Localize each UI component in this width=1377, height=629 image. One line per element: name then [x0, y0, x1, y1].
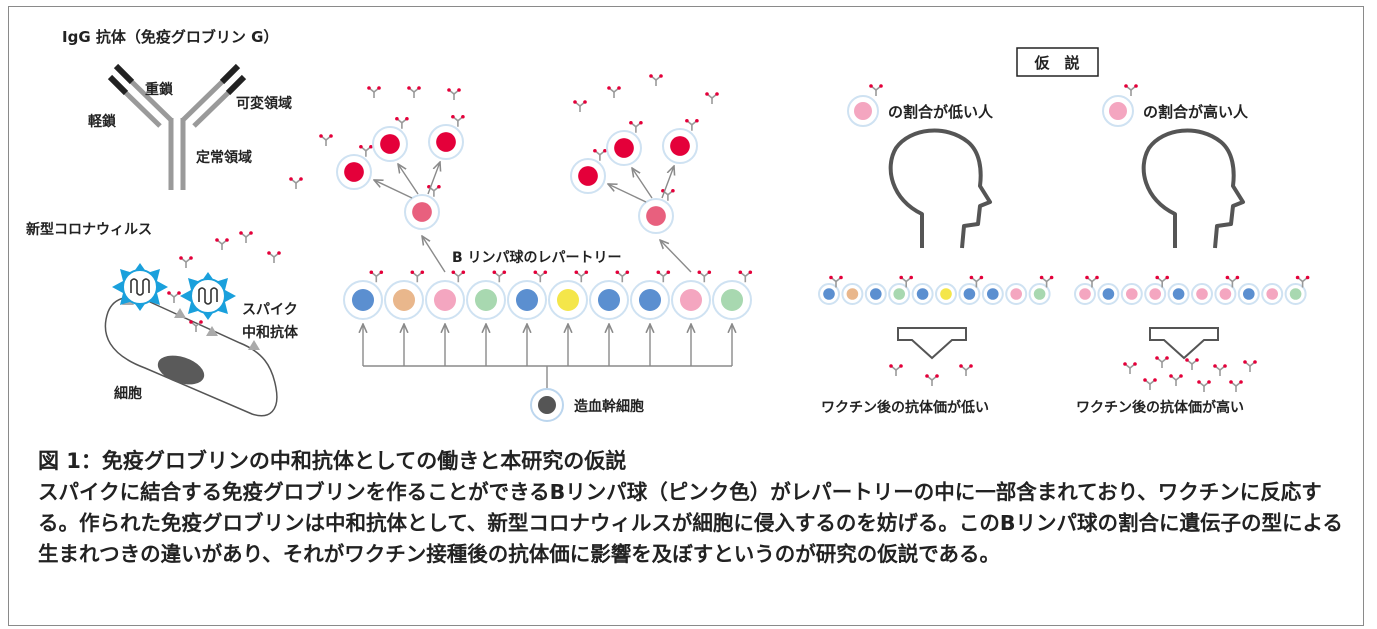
arrow	[660, 240, 692, 273]
plasma-cell-group-left	[336, 114, 466, 230]
b-cell-small	[911, 283, 934, 305]
legend-pink-cell	[1102, 83, 1139, 127]
b-cell	[589, 269, 630, 320]
figure-diagram: IgG 抗体（免疫グロブリン G） 重鎖 軽鎖 可変領域 定常領域 新型コロナウ…	[26, 28, 1311, 422]
antibody-title: IgG 抗体（免疫グロブリン G）	[62, 28, 278, 46]
plasma-cell	[570, 148, 608, 194]
b-cell	[384, 269, 425, 320]
arrow	[422, 236, 446, 273]
high-antibody-cloud	[1122, 355, 1258, 393]
low-antibody-cloud	[888, 363, 974, 387]
b-cell-small	[888, 274, 914, 305]
b-cell	[548, 269, 589, 320]
b-cell	[343, 269, 384, 320]
virus-icon	[180, 272, 236, 320]
stem-cell-label: 造血幹細胞	[574, 398, 644, 415]
high-titer-label: ワクチン後の抗体価が高い	[1076, 399, 1244, 416]
b-cell-small	[1191, 283, 1213, 305]
cell-icon	[104, 295, 278, 417]
arrow	[398, 164, 419, 195]
hypothesis-box	[1016, 47, 1099, 77]
figure-frame	[8, 6, 1364, 626]
legend-pink-cell	[847, 83, 884, 127]
activated-b-cell	[404, 184, 442, 230]
b-cell-small	[958, 274, 985, 305]
b-cell-small	[841, 283, 864, 305]
b-cell-small	[935, 283, 957, 305]
b-cell	[466, 269, 507, 320]
b-cell	[507, 269, 548, 320]
arrow	[374, 180, 413, 199]
hypothesis-label: 仮 説	[1033, 54, 1079, 72]
arrow	[427, 162, 440, 195]
virus-icon	[112, 263, 168, 311]
b-cell-small	[1144, 274, 1170, 305]
b-cell-small	[1284, 274, 1311, 305]
b-cell-small	[1237, 283, 1260, 305]
b-cell-small	[1214, 274, 1241, 305]
arrow	[661, 166, 674, 199]
b-cell-small	[1261, 283, 1284, 305]
b-cell-small	[981, 283, 1004, 305]
b-cell-repertoire-row	[343, 269, 753, 320]
head-icon	[1141, 128, 1245, 249]
b-cell-small	[818, 274, 844, 305]
high-person-repertoire	[1074, 274, 1311, 305]
heavy-chain-label: 重鎖	[145, 81, 174, 98]
light-chain-label: 軽鎖	[88, 113, 117, 130]
plasma-cell	[336, 144, 374, 190]
high-ratio-label: の割合が高い人	[1143, 103, 1249, 121]
neutralizing-antibody-label: 中和抗体	[242, 324, 299, 341]
low-ratio-label: の割合が低い人	[888, 103, 994, 121]
virus-label: 新型コロナウィルス	[26, 221, 152, 238]
repertoire-label: B リンパ球のレパートリー	[452, 249, 622, 266]
b-cell-small	[1097, 283, 1120, 305]
b-cell	[671, 269, 712, 320]
down-arrow-icon	[897, 327, 967, 360]
b-cell-small	[1167, 283, 1190, 305]
b-cell-small	[1005, 283, 1028, 305]
down-arrow-icon	[1149, 327, 1219, 360]
antibody-icon	[107, 63, 247, 190]
caption-title: 図 1：免疫グロブリンの中和抗体としての働きと本研究の仮説	[38, 449, 627, 473]
plasma-cell	[606, 120, 644, 166]
plasma-cell	[372, 116, 410, 162]
low-titer-label: ワクチン後の抗体価が低い	[821, 399, 989, 416]
b-cell-small	[1120, 283, 1143, 305]
figure-caption: 図 1：免疫グロブリンの中和抗体としての働きと本研究の仮説 スパイクに結合する免…	[38, 446, 1358, 570]
b-cell	[630, 269, 671, 320]
b-cell-small	[1028, 274, 1055, 305]
constant-region-label: 定常領域	[196, 149, 252, 166]
head-icon	[888, 128, 992, 249]
variable-region-label: 可変領域	[236, 95, 292, 112]
caption-body: スパイクに結合する免疫グロブリンを作ることができるBリンパ球（ピンク色）がレパー…	[38, 480, 1343, 566]
plasma-cell-group-right	[570, 118, 700, 234]
cell-label: 細胞	[114, 385, 142, 402]
plasma-cell	[428, 114, 466, 160]
b-cell	[425, 269, 466, 320]
low-person-repertoire	[818, 274, 1055, 305]
plasma-cell	[662, 118, 700, 164]
b-cell	[712, 269, 753, 320]
b-cell-small	[1074, 274, 1100, 305]
arrow	[608, 184, 647, 203]
stem-cell	[530, 388, 564, 422]
b-cell-small	[864, 283, 887, 305]
stem-cell-arrows	[363, 236, 732, 389]
spike-label: スパイク	[242, 302, 298, 318]
activated-b-cell	[638, 188, 676, 234]
arrow	[632, 168, 653, 199]
